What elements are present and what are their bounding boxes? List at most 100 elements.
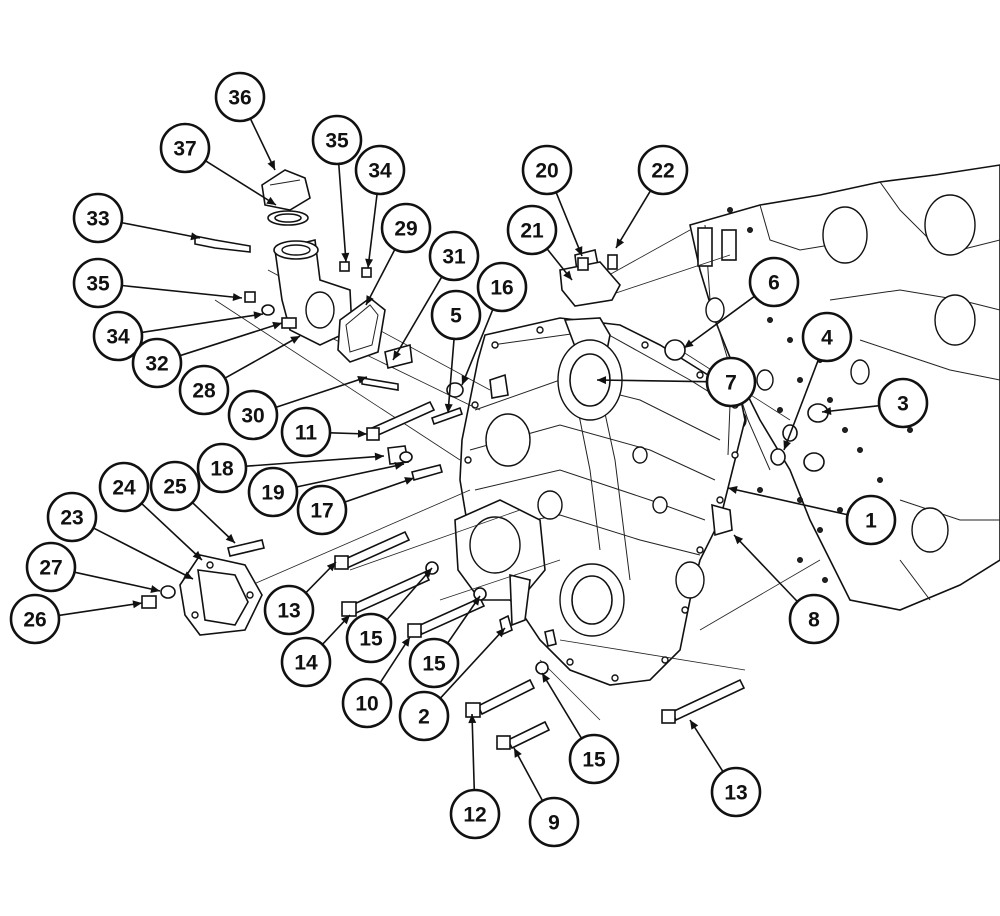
callout-number: 8: [808, 609, 820, 632]
callout-bubble-c11: 11: [280, 406, 332, 458]
callout-number: 36: [228, 87, 251, 110]
callout-number: 21: [520, 220, 544, 243]
callout-circle: [280, 406, 332, 458]
callout-circle: [311, 114, 363, 166]
leader-arrow-c30: [357, 376, 367, 384]
leader-line-c22: [615, 190, 652, 249]
callout-bubble-c28: 28: [178, 364, 230, 416]
callout-circle: [214, 71, 266, 123]
callout-number: 14: [294, 652, 318, 675]
leader-line-c15c: [541, 672, 583, 739]
callout-bubble-c33: 33: [72, 192, 124, 244]
callout-bubble-c1: 1: [845, 494, 897, 546]
callout-bubble-c2: 2: [398, 690, 450, 742]
leader-arrow-c35b: [232, 293, 242, 302]
callout-number: 19: [261, 482, 284, 505]
callout-number: 27: [39, 557, 62, 580]
callout-bubble-c31: 31: [428, 230, 480, 282]
callout-number: 29: [394, 218, 417, 241]
bolt-14: [350, 570, 431, 615]
leader-arrow-c7: [597, 376, 607, 385]
leader-arrow-c1: [728, 486, 738, 494]
callout-bubble-c25: 25: [149, 460, 201, 512]
callout-number: 35: [325, 130, 349, 153]
leader-arrow-c10: [401, 637, 410, 647]
callout-number: 22: [651, 160, 674, 183]
leader-line-c5: [447, 338, 455, 414]
callout-number: 5: [450, 305, 462, 328]
leader-line-c1: [727, 487, 848, 516]
callout-bubble-c4: 4: [801, 311, 853, 363]
callout-bubble-c30: 30: [227, 389, 279, 441]
callout-bubble-c10: 10: [341, 677, 393, 729]
bolt-11: [370, 400, 436, 438]
leader-arrow-c13a: [326, 562, 336, 572]
callout-number: 2: [418, 706, 430, 729]
callout-bubble-c32: 32: [131, 337, 183, 389]
leader-arrow-c34a: [365, 258, 374, 268]
callout-bubble-c16: 16: [476, 261, 528, 313]
callout-number: 30: [241, 405, 264, 428]
leader-line-c6: [683, 295, 756, 349]
callout-bubble-c3: 3: [877, 377, 929, 429]
callout-number: 6: [768, 272, 780, 295]
callout-circle: [845, 494, 897, 546]
leader-line-c10: [379, 636, 411, 684]
callout-circle: [98, 461, 150, 513]
callout-circle: [92, 310, 144, 362]
leader-line-c13b: [689, 719, 724, 773]
leader-line-c16: [461, 308, 494, 386]
side-cover: [141, 539, 265, 636]
callout-circle: [428, 230, 480, 282]
leader-arrow-c14: [340, 615, 350, 625]
leader-line-c2: [439, 627, 506, 699]
callout-circle: [149, 460, 201, 512]
leader-arrow-c32: [272, 321, 282, 330]
callout-number: 13: [724, 782, 747, 805]
callout-circle: [380, 202, 432, 254]
callout-bubble-c24: 24: [98, 461, 150, 513]
leader-line-c20: [555, 191, 583, 257]
callout-circle: [263, 584, 315, 636]
callout-number: 18: [210, 458, 234, 481]
callout-number: 7: [725, 372, 737, 395]
callout-circle: [25, 541, 77, 593]
callout-bubble-c34a: 34: [354, 144, 406, 196]
leader-line-c34b: [141, 313, 264, 334]
callout-number: 28: [192, 380, 216, 403]
callout-bubble-c14: 14: [280, 636, 332, 688]
leader-arrow-c27: [150, 585, 160, 593]
leader-arrow-c6: [684, 339, 694, 348]
callout-circle: [506, 204, 558, 256]
callout-number: 15: [359, 628, 383, 651]
callout-bubble-c12: 12: [449, 788, 501, 840]
callout-number: 11: [295, 422, 318, 445]
filler-assembly: [194, 169, 413, 391]
bolt-13b: [670, 678, 746, 722]
callout-number: 17: [310, 500, 333, 523]
callout-bubble-c5: 5: [430, 289, 482, 341]
leader-arrow-c28: [290, 336, 300, 344]
fasteners: [334, 249, 829, 750]
leader-arrow-c15a: [423, 568, 432, 578]
leader-line-c31: [392, 276, 443, 361]
leader-arrow-c29: [366, 295, 374, 305]
leader-arrow-c19: [394, 461, 404, 470]
bolt-13a: [341, 530, 411, 570]
callout-bubble-c21: 21: [506, 204, 558, 256]
callout-bubble-c17: 17: [296, 484, 348, 536]
leader-arrow-c23: [183, 571, 193, 579]
leader-arrow-c15c: [542, 673, 551, 683]
callout-bubble-c13a: 13: [263, 584, 315, 636]
callout-bubble-c7: 7: [705, 356, 757, 408]
leader-arrow-c36: [267, 160, 275, 170]
callout-circle: [159, 122, 211, 174]
leader-arrow-c20: [574, 246, 583, 256]
leader-arrow-c26: [132, 600, 142, 609]
leader-arrow-c22: [616, 238, 625, 248]
bolt-5: [430, 406, 464, 426]
callout-bubble-c15b: 15: [408, 637, 460, 689]
callout-circle: [748, 256, 800, 308]
leader-line-c27: [74, 571, 161, 592]
